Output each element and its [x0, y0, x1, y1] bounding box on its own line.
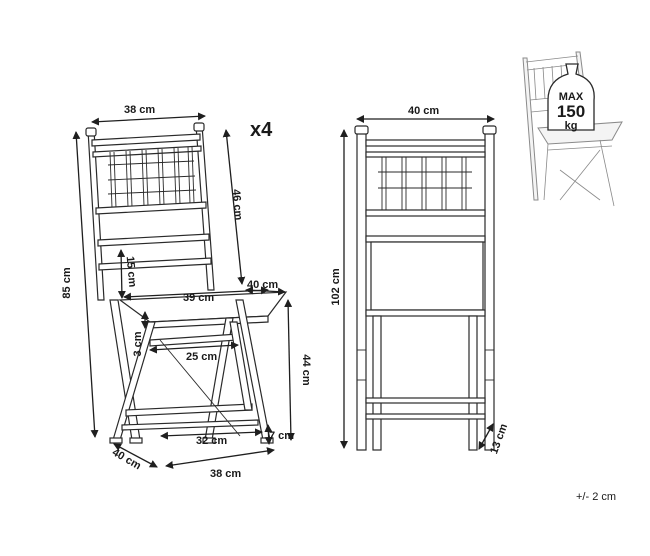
- dim-seat-width: 39 cm: [183, 292, 214, 304]
- dim-total-height: 85 cm: [61, 267, 73, 298]
- dim-seat-front: 25 cm: [186, 351, 217, 363]
- dim-folded-height: 102 cm: [330, 268, 342, 306]
- max-load-line1: MAX: [559, 91, 584, 103]
- weight-bag-icon: [547, 63, 595, 131]
- max-load-line2: 150: [557, 102, 585, 121]
- max-load-icon: MAX 150 kg: [522, 51, 623, 207]
- dim-seat-thickness: 3 cm: [132, 331, 144, 356]
- dim-seat-height: 44 cm: [300, 354, 312, 385]
- quantity-label: x4: [250, 119, 273, 141]
- max-load-line3: kg: [565, 120, 578, 132]
- dim-base-width: 38 cm: [210, 468, 241, 480]
- dim-folded-width: 40 cm: [408, 105, 439, 117]
- dim-leg-span: 32 cm: [196, 435, 227, 447]
- open-chair-drawing: [85, 122, 288, 444]
- dim-top-width: 38 cm: [124, 104, 155, 116]
- folded-chair-drawing: [354, 125, 497, 451]
- dim-foot-height: 7 cm: [269, 430, 294, 442]
- dim-back-gap: 15 cm: [124, 256, 139, 288]
- tolerance-note: +/- 2 cm: [576, 491, 616, 503]
- open-chair-dimensions: 38 cm 85 cm 46 cm 15 cm 40 cm 39 cm 3 cm…: [61, 104, 312, 480]
- dim-seat-depth: 40 cm: [247, 279, 278, 291]
- dim-back-height: 46 cm: [230, 189, 245, 221]
